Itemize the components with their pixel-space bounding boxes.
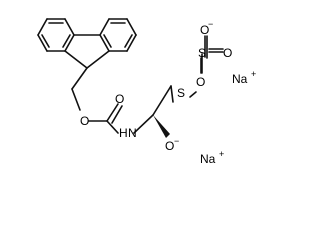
bond	[189, 91, 197, 98]
atom-label-s-sulfonyl: S	[198, 46, 206, 60]
bond	[152, 85, 172, 116]
backbone	[133, 85, 197, 138]
bond	[86, 50, 110, 69]
atom-label-o-ester: O	[80, 114, 89, 128]
bond	[99, 18, 110, 36]
fluorene-right-ring	[99, 18, 137, 52]
double-bond-inner	[124, 34, 133, 48]
fmoc-linker	[71, 67, 123, 134]
bond	[64, 34, 75, 52]
charge-o-sulfonyl-top: −	[208, 19, 213, 29]
fluorene-left-ring	[37, 18, 75, 52]
charge-o-alkoxide: −	[174, 136, 179, 146]
structure-canvas: O O N H O − S S O − O O Na + Na +	[37, 18, 256, 166]
fluorene-five-ring	[64, 34, 110, 69]
atom-label-o-carbonyl: O	[115, 92, 124, 106]
bond	[71, 67, 88, 90]
bond	[106, 120, 119, 134]
counterion-na-2: Na	[200, 152, 216, 166]
bond	[126, 18, 137, 36]
bond	[126, 34, 137, 52]
atom-label-n-amide: N	[128, 126, 137, 140]
bond	[133, 114, 154, 134]
atom-label-s-thio: S	[177, 86, 185, 100]
bond	[64, 50, 88, 69]
sulfonate-bonds	[200, 35, 224, 74]
charge-na-2: +	[219, 149, 224, 159]
counterion-na-1: Na	[232, 72, 248, 86]
atom-label-o-sulfonyl-right: O	[223, 46, 232, 60]
bond	[170, 85, 174, 103]
double-bond-inner	[41, 34, 50, 48]
stereo-wedge-bond	[153, 115, 170, 138]
bond	[71, 88, 81, 111]
bond	[37, 34, 48, 52]
carbonyl-double-bond	[111, 105, 123, 124]
charge-na-1: +	[251, 69, 256, 79]
double-bond-inner	[103, 34, 112, 48]
bond	[99, 34, 110, 52]
atom-label-o-alkoxide: O	[165, 139, 174, 153]
bond	[37, 18, 48, 36]
bond	[106, 103, 119, 122]
bond	[64, 18, 75, 36]
chemical-structure-diagram: O O N H O − S S O − O O Na + Na +	[37, 18, 256, 166]
atom-label-h-amide: H	[119, 126, 128, 140]
double-bond-inner	[62, 34, 71, 48]
atom-label-o-sulfonyl-top: O	[200, 23, 209, 37]
atom-label-o-sulfonyl-bottom: O	[196, 75, 205, 89]
